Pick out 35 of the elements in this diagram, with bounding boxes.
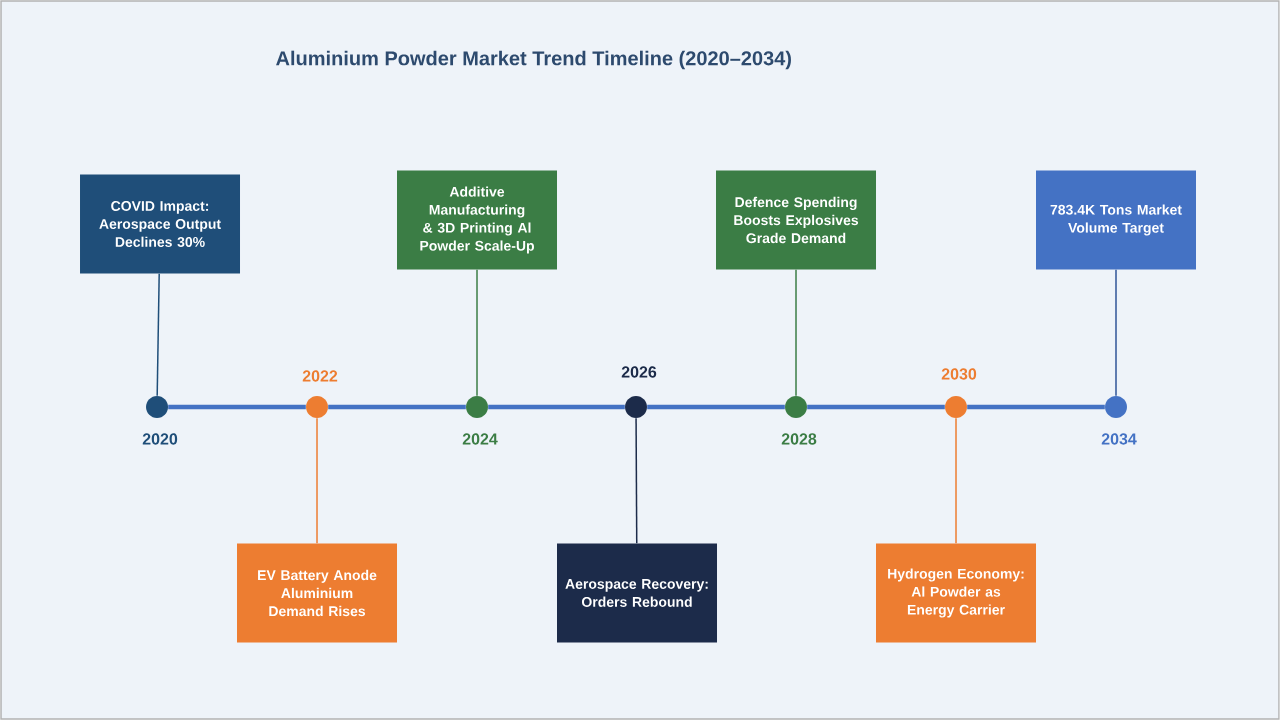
title: Aluminium Powder Market Trend Timeline (2020–2034)	[276, 50, 791, 70]
event-box: COVID Impact: Aerospace Output Declines 30%	[80, 174, 240, 274]
event-box: EV Battery Anode Aluminium Demand Rises	[237, 543, 397, 643]
timeline-dot	[306, 396, 328, 418]
timeline-dot	[625, 396, 647, 418]
connector-line	[1115, 268, 1117, 397]
event-box: Defence Spending Boosts Explosives Grade Demand	[716, 170, 876, 270]
timeline-segment	[647, 404, 785, 410]
year-label: 2022	[302, 370, 338, 382]
event-box: Additive Manufacturing & 3D Printing Al Powder Scale-Up	[397, 170, 557, 270]
timeline-dot	[945, 396, 967, 418]
connector-line	[635, 417, 638, 545]
year-label: 2028	[781, 433, 817, 445]
event-box: Aerospace Recovery: Orders Rebound	[557, 543, 717, 643]
connector-line	[476, 268, 478, 397]
timeline-dot	[466, 396, 488, 418]
year-label: 2034	[1101, 433, 1137, 445]
timeline-dot	[146, 396, 168, 418]
timeline-segment	[967, 404, 1105, 410]
timeline-segment	[807, 404, 945, 410]
year-label: 2024	[462, 433, 498, 445]
timeline-segment	[328, 404, 466, 410]
timeline-segment	[168, 404, 306, 410]
connector-line	[955, 417, 957, 545]
timeline-segment	[488, 404, 625, 410]
timeline-dot	[785, 396, 807, 418]
connector-line	[156, 272, 160, 397]
timeline-dot	[1105, 396, 1127, 418]
connector-line	[316, 417, 318, 545]
event-box: Hydrogen Economy: Al Powder as Energy Carrier	[876, 543, 1036, 643]
year-label: 2020	[142, 433, 178, 445]
year-label: 2030	[941, 368, 977, 380]
year-label: 2026	[621, 366, 657, 378]
event-box: 783.4K Tons Market Volume Target	[1036, 170, 1196, 270]
connector-line	[795, 268, 797, 397]
